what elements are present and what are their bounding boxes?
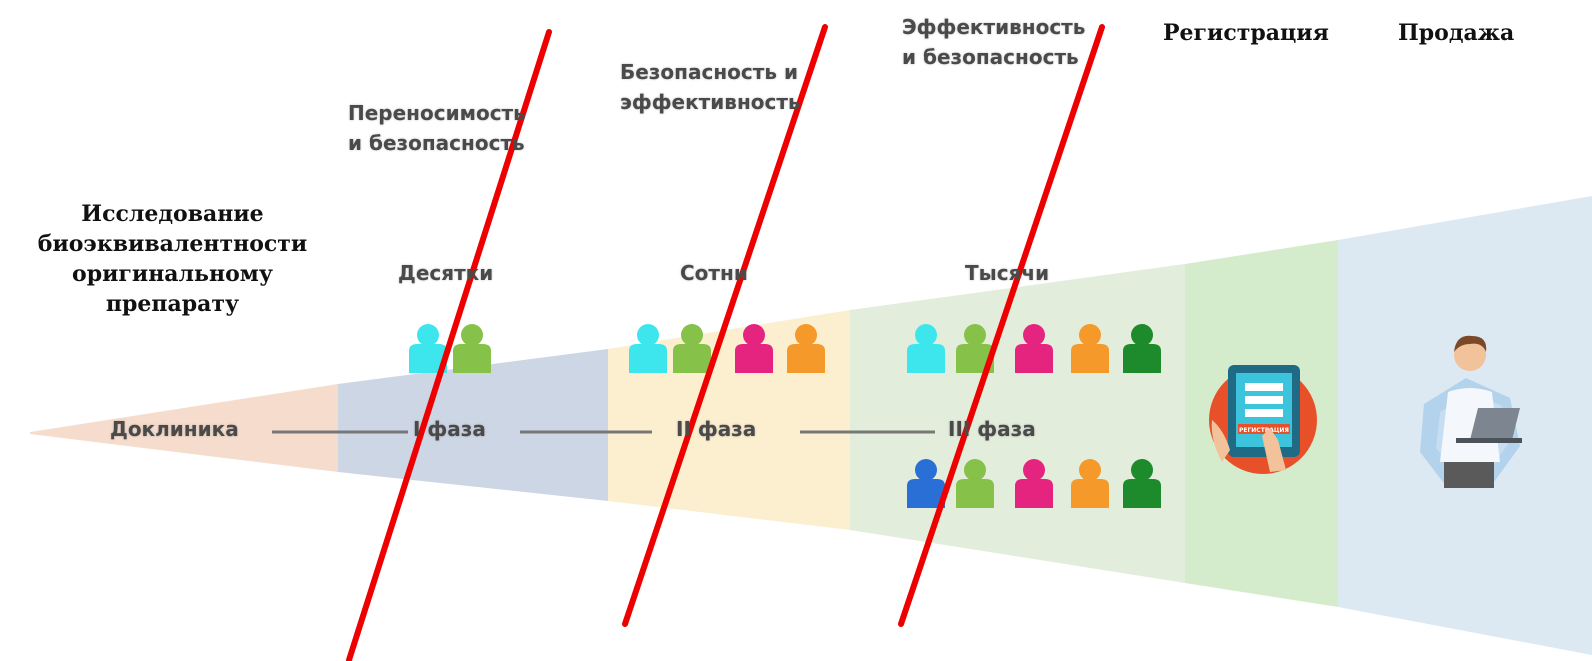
registration-badge: РЕГИСТРАЦИЯ [1239,427,1289,434]
preclinic-label: Доклиника [110,417,239,441]
strike-line [346,29,552,661]
strike-line [898,24,1105,627]
tablet-registration-icon: РЕГИСТРАЦИЯ [1209,365,1317,474]
person-icon [1015,459,1053,508]
phase3-count: Тысячи [965,261,1050,285]
person-icon [453,324,491,373]
phase2-goal: Безопасность и эффективность [620,60,801,114]
phase3-goal: Эффективность и безопасность [902,15,1086,69]
person-icon [1071,459,1109,508]
person-icon [735,324,773,373]
person-icon [1123,324,1161,373]
phase1-label: I фаза [413,417,486,441]
person-icon [409,324,447,373]
person-icon [956,324,994,373]
registration-header: Регистрация [1163,20,1329,46]
person-icon [1015,324,1053,373]
phase1-goal: Переносимость и безопасность [348,101,526,155]
preclinic-segment [30,384,338,472]
person-icon [787,324,825,373]
phase2-count: Сотни [680,261,748,285]
phase2-label: II фаза [676,417,757,441]
person-icon [907,324,945,373]
phase3-label: III фаза [948,417,1036,441]
bioequivalence-label: Исследование биоэквивалентности оригинал… [37,201,308,317]
person-icon [629,324,667,373]
person-icon [673,324,711,373]
person-icon [907,459,945,508]
phase1-count: Десятки [398,261,494,285]
sale-header: Продажа [1398,20,1515,46]
phase1-segment [338,349,608,501]
strike-line [622,24,828,627]
salesman-laptop-icon [1420,335,1522,488]
person-icon [1071,324,1109,373]
person-icon [1123,459,1161,508]
person-icon [956,459,994,508]
